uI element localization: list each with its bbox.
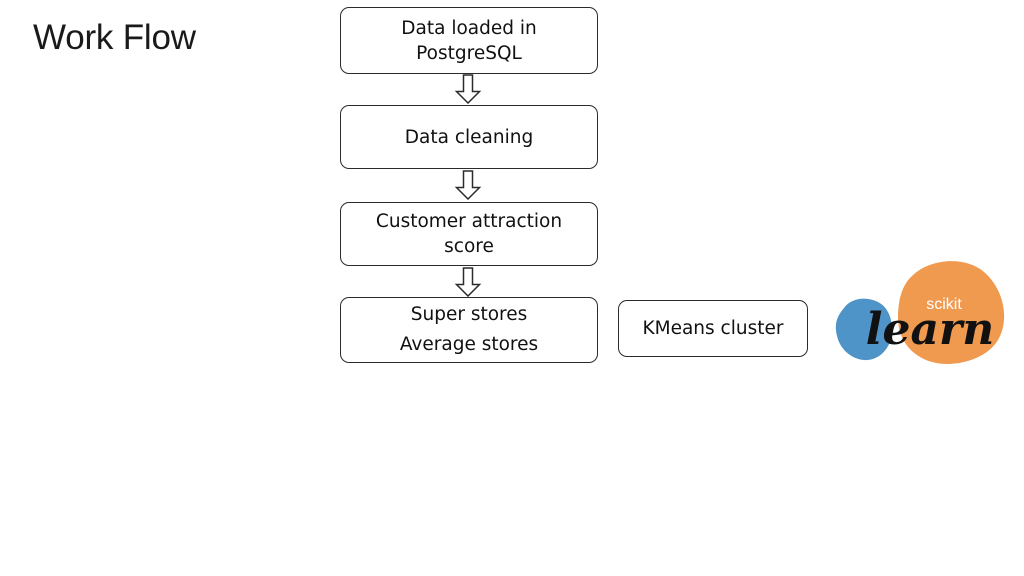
scikit-learn-logo: scikit learn — [826, 258, 1018, 368]
flow-box-line: Data cleaning — [404, 126, 534, 148]
flow-box-line: KMeans cluster — [642, 318, 784, 339]
arrow-down-icon — [453, 170, 483, 200]
flow-box-line: score — [444, 236, 494, 257]
logo-blue-blob — [835, 298, 892, 361]
logo-learn-text: learn — [866, 304, 994, 355]
logo-orange-blob — [898, 261, 1005, 364]
logo-scikit-text: scikit — [926, 296, 962, 313]
flow-box-line: Average stores — [399, 334, 539, 355]
page-title: Work Flow — [33, 18, 196, 57]
flow-box-line: Data loaded in — [401, 17, 537, 39]
flow-box-customer-attraction-score[interactable]: Customer attraction score — [340, 202, 598, 266]
flow-box-data-loaded[interactable]: Data loaded in PostgreSQL — [340, 7, 598, 74]
arrow-down-icon — [453, 74, 483, 104]
flow-box-line: Customer attraction — [375, 211, 563, 232]
flow-box-store-types[interactable]: Super stores Average stores — [340, 297, 598, 363]
flow-box-data-cleaning[interactable]: Data cleaning — [340, 105, 598, 169]
flow-box-line: PostgreSQL — [416, 42, 522, 64]
arrow-down-icon — [453, 267, 483, 297]
flow-box-line: Super stores — [410, 304, 528, 325]
flow-box-kmeans-cluster[interactable]: KMeans cluster — [618, 300, 808, 357]
